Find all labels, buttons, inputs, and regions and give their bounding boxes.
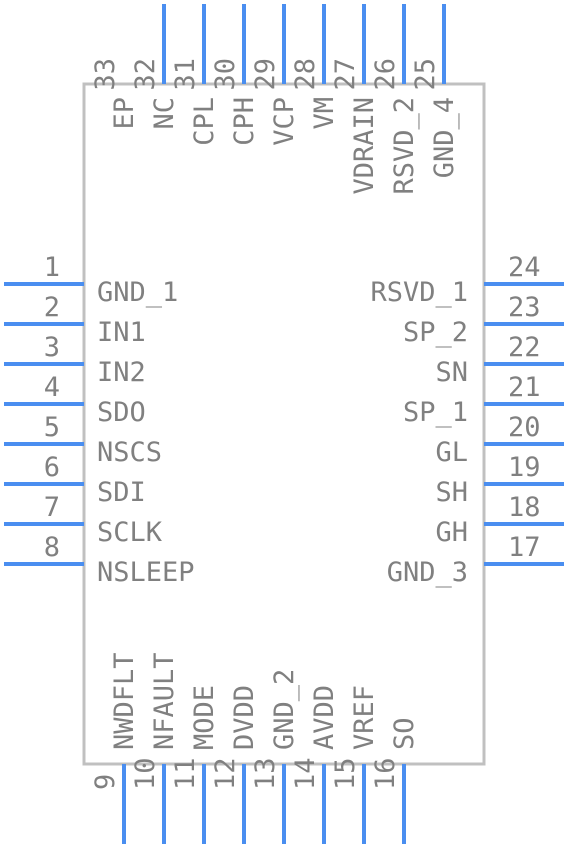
pin-23-label: SP_2 xyxy=(403,317,468,348)
pin-9-number: 9 xyxy=(90,774,121,790)
pin-11-label: MODE xyxy=(189,685,220,750)
pin-28-label: VM xyxy=(309,97,340,130)
pin-17-label: GND_3 xyxy=(387,557,468,588)
pin-22-number: 22 xyxy=(508,332,541,363)
pin-27-label: VDRAIN xyxy=(349,97,380,195)
pin-3-label: IN2 xyxy=(97,357,146,388)
pin-9-label: NWDFLT xyxy=(109,652,140,750)
pin-27-number: 27 xyxy=(330,58,361,91)
pin-32-label: NC xyxy=(149,97,180,130)
pin-1-label: GND_1 xyxy=(97,277,178,308)
pin-19-number: 19 xyxy=(508,452,541,483)
pin-10-label: NFAULT xyxy=(149,652,180,750)
pin-13-label: GND_2 xyxy=(269,669,300,750)
pin-26-number: 26 xyxy=(370,58,401,91)
pin-32-number: 32 xyxy=(130,58,161,91)
pin-4-number: 4 xyxy=(44,372,60,403)
pin-4-label: SDO xyxy=(97,397,146,428)
pin-6-label: SDI xyxy=(97,477,146,508)
pin-21-label: SP_1 xyxy=(403,397,468,428)
pin-26-label: RSVD_2 xyxy=(389,97,420,195)
pin-24-number: 24 xyxy=(508,252,541,283)
pin-15-label: VREF xyxy=(349,685,380,750)
pin-16-number: 16 xyxy=(370,757,401,790)
pin-19-label: SH xyxy=(435,477,468,508)
pin-5-label: NSCS xyxy=(97,437,162,468)
pin-25-label: GND_4 xyxy=(429,97,460,178)
pin-20-label: GL xyxy=(435,437,468,468)
pin-11-number: 11 xyxy=(170,757,201,790)
pin-2-number: 2 xyxy=(44,292,60,323)
pin-30-number: 30 xyxy=(210,58,241,91)
pin-1-number: 1 xyxy=(44,252,60,283)
pin-18-number: 18 xyxy=(508,492,541,523)
pin-6-number: 6 xyxy=(44,452,60,483)
pin-10-number: 10 xyxy=(130,757,161,790)
pin-18-label: GH xyxy=(435,517,468,548)
pin-15-number: 15 xyxy=(330,757,361,790)
pin-30-label: CPH xyxy=(229,97,260,146)
pin-8-label: NSLEEP xyxy=(97,557,195,588)
pin-22-label: SN xyxy=(435,357,468,388)
pin-31-number: 31 xyxy=(170,58,201,91)
pin-8-number: 8 xyxy=(44,532,60,563)
pin-13-number: 13 xyxy=(250,757,281,790)
pin-20-number: 20 xyxy=(508,412,541,443)
pin-25-number: 25 xyxy=(410,58,441,91)
pin-14-number: 14 xyxy=(290,757,321,790)
pin-12-number: 12 xyxy=(210,757,241,790)
pin-7-number: 7 xyxy=(44,492,60,523)
pin-16-label: SO xyxy=(389,717,420,750)
pin-33-label: EP xyxy=(109,97,140,130)
pin-31-label: CPL xyxy=(189,97,220,146)
pin-12-label: DVDD xyxy=(229,685,260,750)
pin-17-number: 17 xyxy=(508,532,541,563)
pin-7-label: SCLK xyxy=(97,517,163,548)
pin-5-number: 5 xyxy=(44,412,60,443)
pin-33-number: 33 xyxy=(90,58,121,91)
pin-24-label: RSVD_1 xyxy=(370,277,468,308)
pin-29-number: 29 xyxy=(250,58,281,91)
pin-23-number: 23 xyxy=(508,292,541,323)
pin-2-label: IN1 xyxy=(97,317,146,348)
pin-28-number: 28 xyxy=(290,58,321,91)
pin-29-label: VCP xyxy=(269,97,300,146)
pin-21-number: 21 xyxy=(508,372,541,403)
pin-3-number: 3 xyxy=(44,332,60,363)
pin-14-label: AVDD xyxy=(309,685,340,750)
